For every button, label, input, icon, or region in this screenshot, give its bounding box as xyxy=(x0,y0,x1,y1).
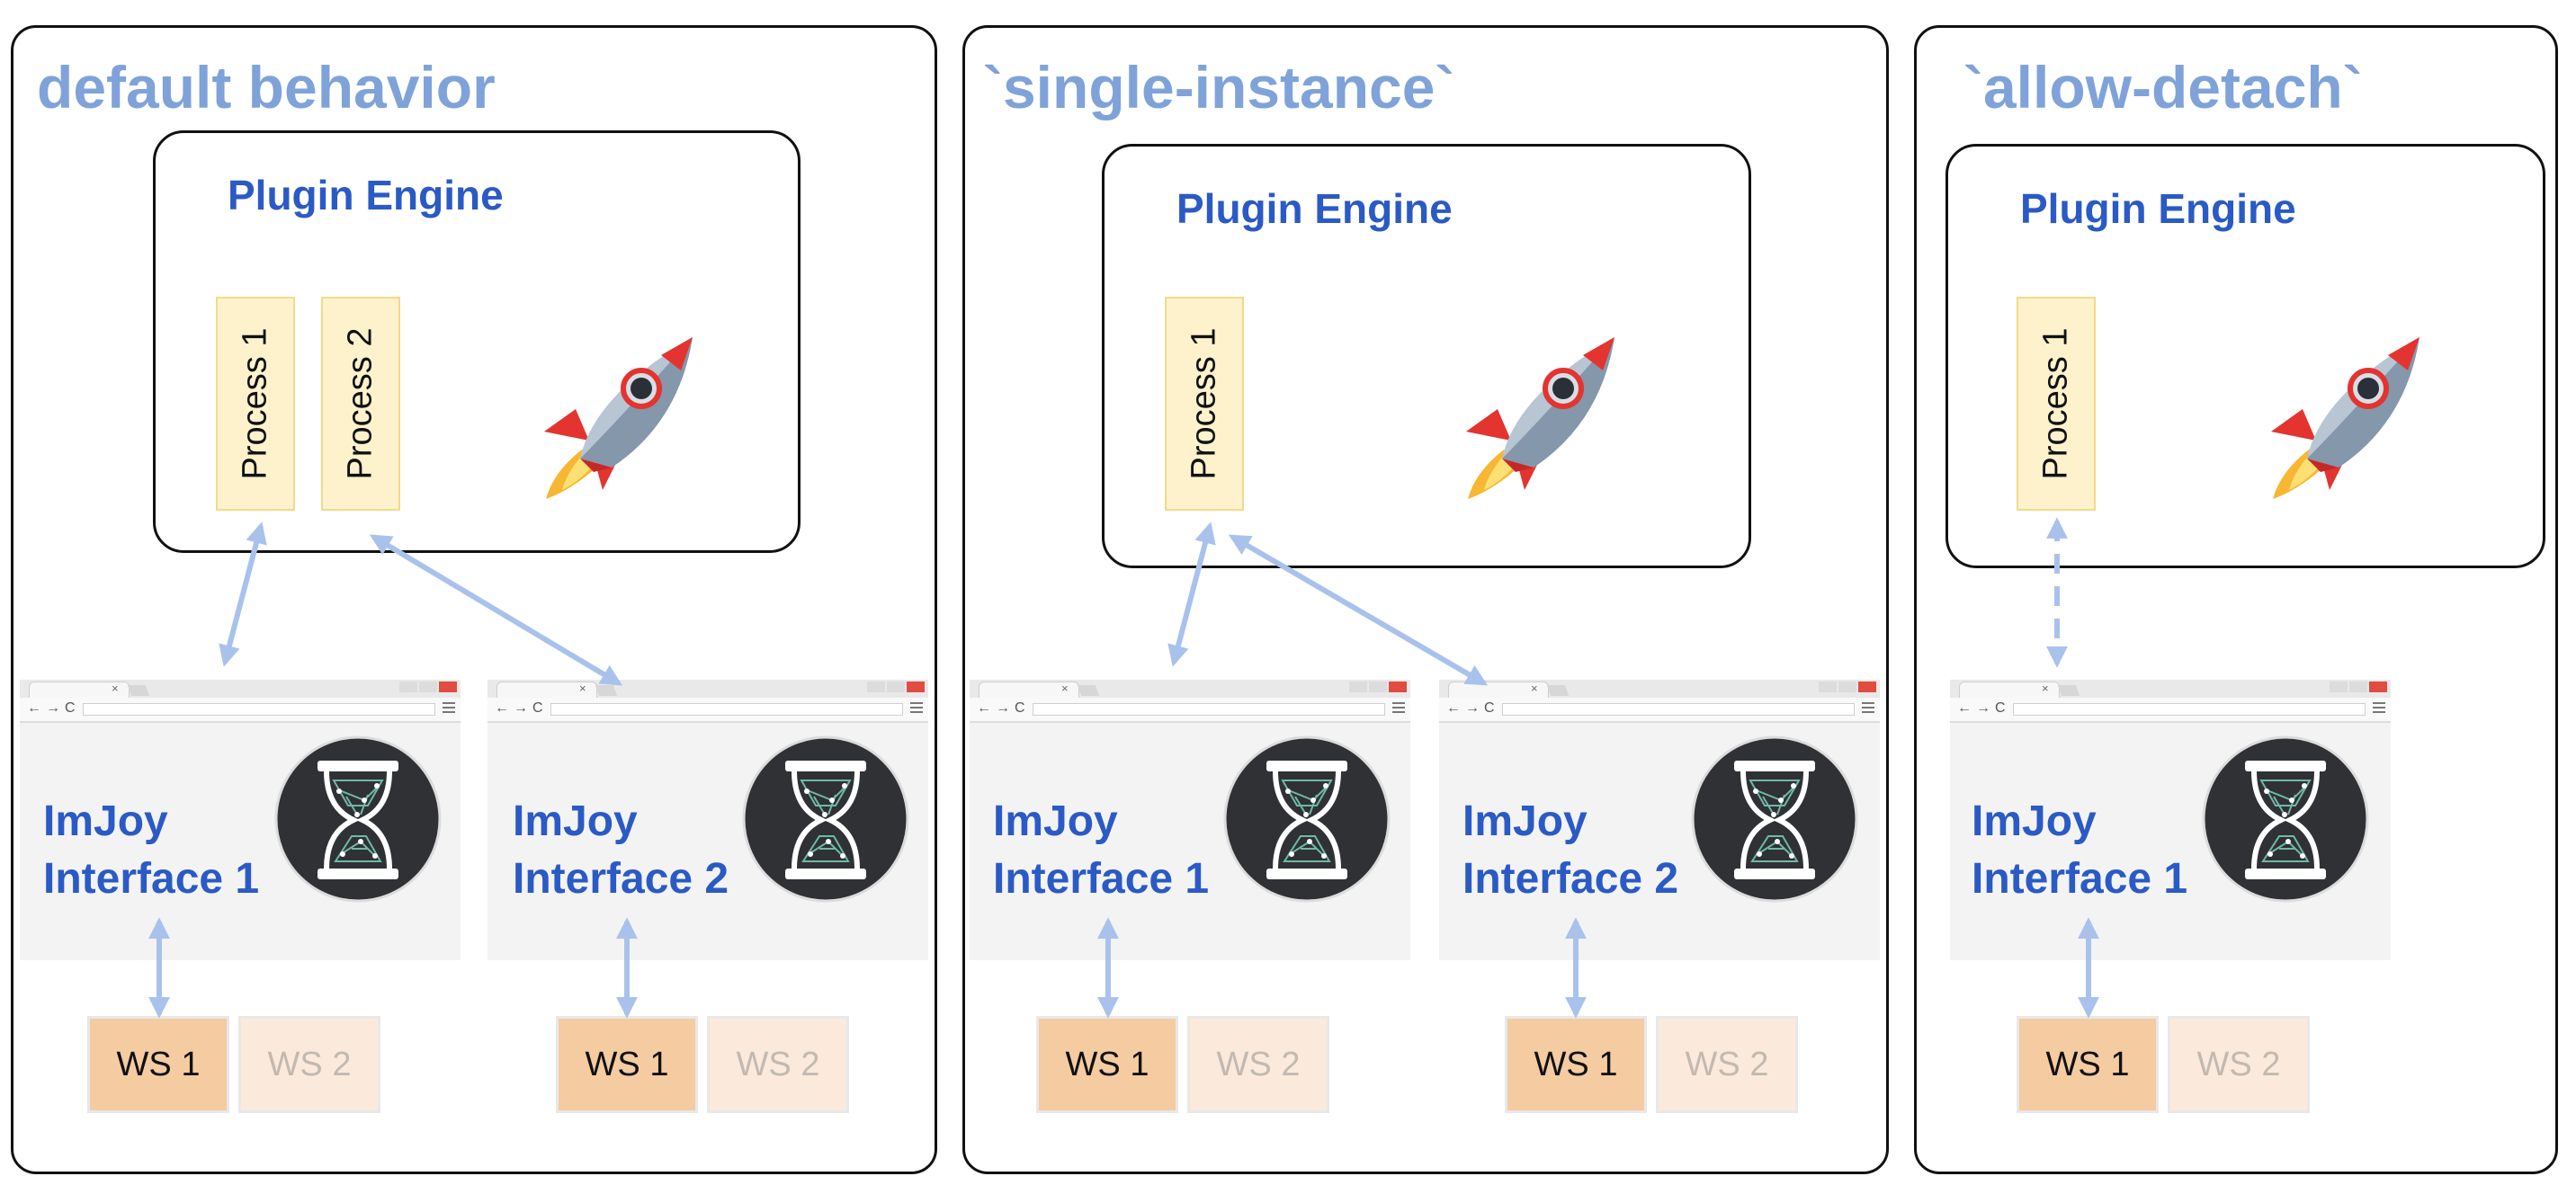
interface-label-line2: Interface 2 xyxy=(513,855,729,903)
interface-label-line1: ImJoy xyxy=(993,797,1118,845)
interface-label-line2: Interface 1 xyxy=(1972,855,2188,903)
browser-address-bar: ←→C xyxy=(1950,698,2391,723)
workspace-button-inactive[interactable]: WS 2 xyxy=(707,1016,849,1113)
window-controls[interactable] xyxy=(1819,682,1876,692)
minimize-icon[interactable] xyxy=(1819,682,1837,692)
arrow-interface-to-process xyxy=(219,521,267,667)
interface-label-line1: ImJoy xyxy=(513,797,638,845)
window-controls[interactable] xyxy=(2330,682,2387,692)
interface-label-line1: ImJoy xyxy=(1462,797,1588,845)
browser-address-bar: ←→C xyxy=(487,698,928,723)
navigation-icons[interactable]: ←→C xyxy=(1446,700,1499,716)
panel-title: `single-instance` xyxy=(983,54,1455,120)
workspace-button-active[interactable]: WS 1 xyxy=(87,1016,229,1113)
engine-title: Plugin Engine xyxy=(2020,185,2296,232)
browser-address-bar: ←→C xyxy=(970,698,1410,723)
engine-title: Plugin Engine xyxy=(228,172,504,218)
workspace-button-inactive[interactable]: WS 2 xyxy=(238,1016,380,1113)
close-window-icon[interactable] xyxy=(1858,682,1876,692)
minimize-icon[interactable] xyxy=(2330,682,2348,692)
process-box: Process 1 xyxy=(1165,297,1244,511)
process-box: Process 2 xyxy=(321,297,400,511)
navigation-icons[interactable]: ←→C xyxy=(495,700,548,716)
maximize-icon[interactable] xyxy=(2349,682,2367,692)
menu-icon[interactable] xyxy=(443,702,455,713)
navigation-icons[interactable]: ←→C xyxy=(977,700,1030,716)
url-input[interactable] xyxy=(2013,703,2366,716)
window-controls[interactable] xyxy=(867,682,925,692)
minimize-icon[interactable] xyxy=(867,682,885,692)
panel-title: `allow-detach` xyxy=(1963,54,2363,120)
process-box: Process 1 xyxy=(2017,297,2096,511)
workspace-button-active[interactable]: WS 1 xyxy=(1036,1016,1178,1113)
arrow-interface-to-process xyxy=(1228,534,1489,686)
workspace-button-active[interactable]: WS 1 xyxy=(1505,1016,1647,1113)
menu-icon[interactable] xyxy=(2373,702,2385,713)
plugin-engine-box: Plugin Engine xyxy=(1102,144,1751,568)
url-input[interactable] xyxy=(1502,703,1855,716)
workspace-button-active[interactable]: WS 1 xyxy=(2017,1016,2159,1113)
maximize-icon[interactable] xyxy=(1838,682,1856,692)
browser-address-bar: ←→C xyxy=(20,698,461,723)
interface-label-line2: Interface 2 xyxy=(1462,855,1679,903)
browser-tab-bar: × xyxy=(1950,680,2391,699)
interface-label-line1: ImJoy xyxy=(1972,797,2097,845)
url-input[interactable] xyxy=(83,703,435,716)
arrow-interface-to-process xyxy=(369,534,623,686)
workspace-button-inactive[interactable]: WS 2 xyxy=(2168,1016,2310,1113)
menu-icon[interactable] xyxy=(910,702,923,713)
navigation-icons[interactable]: ←→C xyxy=(1957,700,2010,716)
url-input[interactable] xyxy=(550,703,903,716)
close-window-icon[interactable] xyxy=(907,682,925,692)
browser-address-bar: ←→C xyxy=(1439,698,1880,723)
workspace-button-inactive[interactable]: WS 2 xyxy=(1187,1016,1329,1113)
navigation-icons[interactable]: ←→C xyxy=(27,700,80,716)
menu-icon[interactable] xyxy=(1392,702,1405,713)
close-tab-icon[interactable]: × xyxy=(2042,682,2049,695)
imjoy-interface-window: × ←→C xyxy=(20,680,461,960)
menu-icon[interactable] xyxy=(1862,702,1874,713)
interface-label-line2: Interface 1 xyxy=(993,855,1210,903)
process-box: Process 1 xyxy=(216,297,295,511)
close-tab-icon[interactable]: × xyxy=(579,682,586,695)
url-input[interactable] xyxy=(1033,703,1385,716)
browser-tab-bar: × xyxy=(20,680,461,699)
panel-title: default behavior xyxy=(37,54,496,120)
interface-label-line1: ImJoy xyxy=(43,797,168,845)
workspace-button-inactive[interactable]: WS 2 xyxy=(1656,1016,1798,1113)
arrow-interface-to-process xyxy=(1167,521,1216,667)
close-tab-icon[interactable]: × xyxy=(1531,682,1538,695)
workspace-button-active[interactable]: WS 1 xyxy=(556,1016,698,1113)
close-tab-icon[interactable]: × xyxy=(1061,682,1069,695)
engine-title: Plugin Engine xyxy=(1176,185,1453,232)
maximize-icon[interactable] xyxy=(887,682,905,692)
close-tab-icon[interactable]: × xyxy=(112,682,119,695)
close-window-icon[interactable] xyxy=(2369,682,2387,692)
interface-label-line2: Interface 1 xyxy=(43,855,260,903)
